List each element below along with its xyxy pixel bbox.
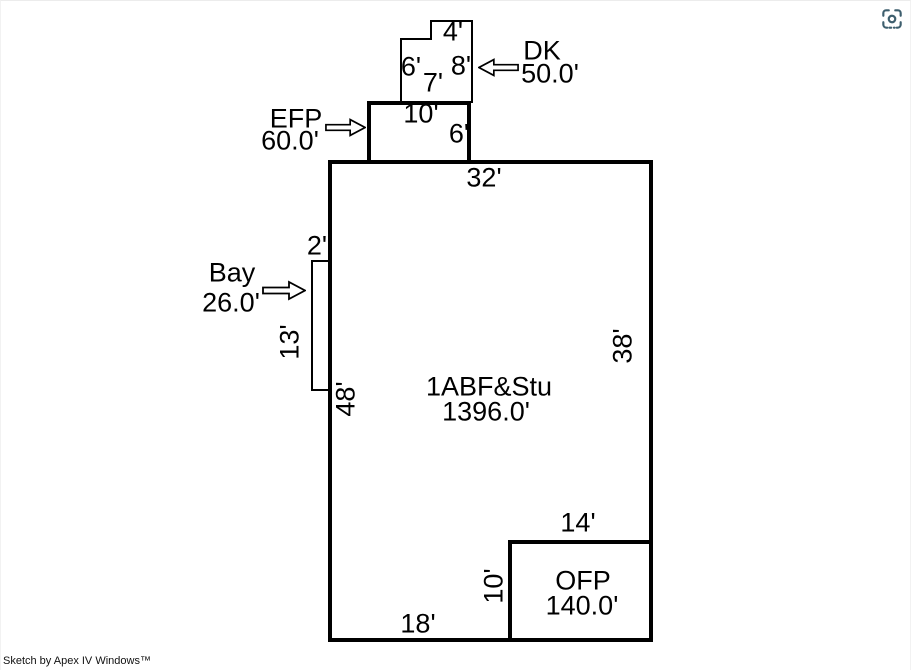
ofp-label: OFP — [555, 565, 611, 596]
main-dim-top: 32' — [466, 162, 502, 193]
watermark: Sketch by Apex IV Windows™ — [3, 655, 151, 667]
efp-dim-right: 6' — [448, 118, 470, 149]
arrow-right-icon — [325, 118, 366, 137]
dk-dim-right: 8' — [450, 50, 472, 81]
bay-dim-top: 2' — [306, 230, 328, 261]
bay-area: 26.0' — [202, 287, 260, 318]
main-dim-right: 38' — [607, 328, 638, 364]
dk-dim-left: 6' — [400, 51, 422, 82]
ofp-area: 140.0' — [545, 590, 619, 621]
main-dim-left: 48' — [330, 381, 361, 417]
efp-label: EFP — [269, 103, 323, 134]
dk-dim-mid: 7' — [422, 67, 444, 98]
efp-area: 60.0' — [261, 125, 319, 156]
ofp-dim-left: 10' — [478, 568, 509, 604]
arrow-left-icon — [478, 58, 519, 77]
bay-dim-side: 13' — [274, 324, 305, 360]
bay-label: Bay — [208, 257, 256, 288]
screenshot-lens-icon — [882, 9, 902, 29]
efp-outline — [367, 101, 471, 164]
efp-dim-top: 10' — [403, 98, 439, 129]
ofp-outline — [508, 540, 649, 638]
ofp-dim-top: 14' — [560, 507, 596, 538]
dk-area: 50.0' — [521, 58, 579, 89]
main-structure-outline — [328, 160, 653, 642]
main-dim-bottom: 18' — [400, 608, 436, 639]
screenshot-lens-button[interactable] — [875, 2, 909, 36]
main-label: 1ABF&Stu — [425, 371, 553, 402]
bay-outline — [311, 260, 330, 391]
dk-label: DK — [523, 35, 561, 66]
dk-dim-top: 4' — [442, 16, 464, 47]
main-area: 1396.0' — [442, 396, 530, 427]
arrow-right-icon — [262, 280, 306, 301]
